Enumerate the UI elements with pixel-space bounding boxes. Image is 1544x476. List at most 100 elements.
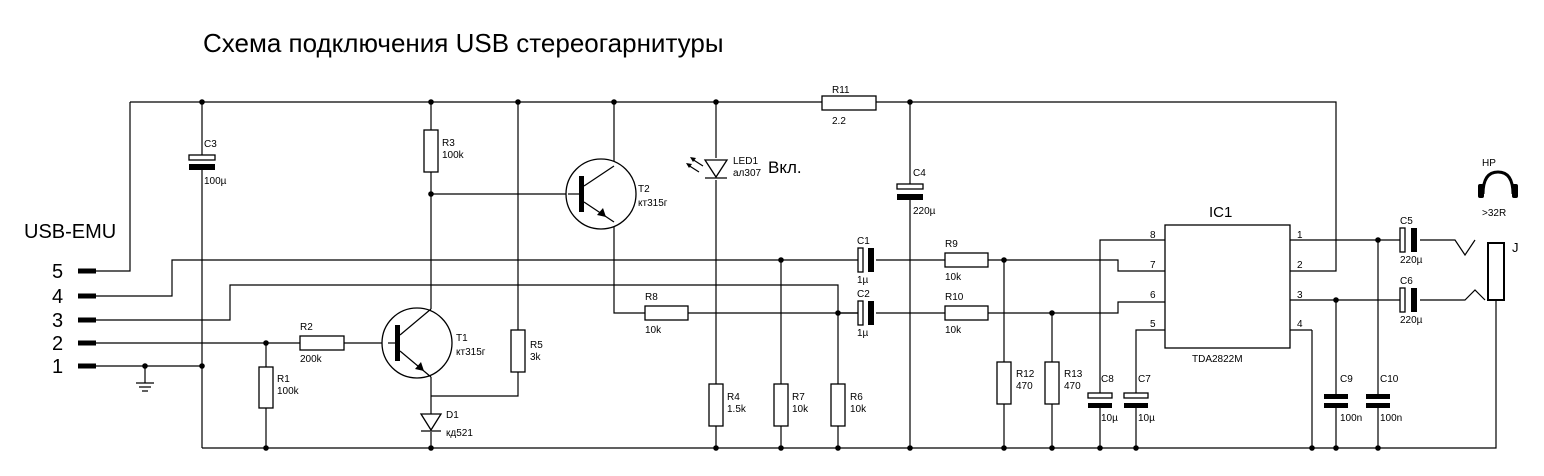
pin-label: 3: [52, 310, 63, 332]
svg-text:8: 8: [1150, 230, 1156, 241]
resistor-r13: R13 470: [1044, 361, 1083, 405]
capacitor-c8: C8 10µ: [1087, 374, 1118, 424]
connector-pin-1: 1: [52, 356, 96, 378]
svg-text:R4: R4: [727, 392, 740, 403]
resistor-r2: R2 200k: [299, 322, 345, 365]
svg-text:R1: R1: [277, 374, 290, 385]
svg-text:C9: C9: [1340, 374, 1353, 385]
transistor-t1: T1 кт315г: [381, 307, 486, 379]
pin-label: 1: [52, 356, 63, 378]
svg-text:C4: C4: [913, 168, 926, 179]
svg-text:C10: C10: [1380, 374, 1399, 385]
svg-text:C7: C7: [1138, 374, 1151, 385]
svg-text:100n: 100n: [1340, 413, 1362, 424]
svg-text:100k: 100k: [277, 386, 300, 397]
svg-text:10k: 10k: [792, 404, 809, 415]
svg-text:ал307: ал307: [733, 168, 762, 179]
svg-text:10k: 10k: [850, 404, 867, 415]
svg-text:4: 4: [1297, 319, 1303, 330]
svg-text:3: 3: [1297, 290, 1303, 301]
svg-text:R9: R9: [945, 239, 958, 250]
svg-text:200k: 200k: [300, 354, 323, 365]
ic-ref: IC1: [1209, 204, 1232, 221]
connector-pin-2: 2: [52, 333, 96, 355]
svg-text:C6: C6: [1400, 276, 1413, 287]
wires: [95, 101, 1497, 449]
resistor-r7: R7 10k: [773, 383, 809, 427]
resistor-r1: R1 100k: [258, 366, 300, 409]
svg-text:T1: T1: [456, 333, 468, 344]
svg-text:1: 1: [1297, 230, 1303, 241]
svg-text:>32R: >32R: [1482, 208, 1506, 219]
resistor-r3: R3 100k: [423, 129, 465, 173]
usb-connector: USB-EMU 5 4 3 2 1: [24, 221, 116, 378]
svg-text:1µ: 1µ: [857, 275, 869, 286]
svg-text:5: 5: [1150, 319, 1156, 330]
svg-text:R3: R3: [442, 138, 455, 149]
svg-text:220µ: 220µ: [913, 206, 936, 217]
capacitor-c5: C5 220µ: [1399, 216, 1423, 266]
jack-j: J: [1487, 240, 1519, 301]
resistor-r9: R9 10k: [944, 239, 989, 283]
led-note: Вкл.: [768, 158, 802, 177]
svg-text:100µ: 100µ: [204, 176, 227, 187]
svg-text:R8: R8: [645, 292, 658, 303]
svg-text:J: J: [1512, 240, 1519, 255]
headphones-icon: HP >32R: [1478, 158, 1518, 219]
resistor-r6: R6 10k: [830, 383, 867, 427]
ic1-tda2822m: IC1 TDA2822M 8 7 6 5 1 2 3 4: [1150, 204, 1303, 365]
svg-text:10k: 10k: [945, 325, 962, 336]
svg-text:3k: 3k: [530, 352, 542, 363]
capacitor-c7: C7 10µ: [1123, 374, 1155, 424]
capacitor-c6: C6 220µ: [1399, 276, 1423, 326]
svg-text:R6: R6: [850, 392, 863, 403]
capacitor-c10: C10 100n: [1366, 374, 1402, 424]
connector-pin-3: 3: [52, 310, 96, 332]
junction-dots: [142, 99, 1381, 451]
svg-text:220µ: 220µ: [1400, 315, 1423, 326]
svg-text:1.5k: 1.5k: [727, 404, 747, 415]
resistor-r12: R12 470: [996, 361, 1035, 405]
svg-text:C2: C2: [857, 289, 870, 300]
pin-label: 2: [52, 333, 63, 355]
svg-text:R10: R10: [945, 292, 964, 303]
svg-text:R2: R2: [300, 322, 313, 333]
svg-text:C3: C3: [204, 139, 217, 150]
capacitor-c2: C2 1µ: [857, 289, 874, 339]
svg-text:470: 470: [1064, 381, 1081, 392]
svg-text:10k: 10k: [945, 272, 962, 283]
pin-label: 4: [52, 286, 63, 308]
svg-text:кт315г: кт315г: [638, 198, 668, 209]
transistor-t2: T2 кт315г: [565, 158, 668, 230]
svg-text:D1: D1: [446, 410, 459, 421]
svg-text:6: 6: [1150, 290, 1156, 301]
resistor-r4: R4 1.5k: [708, 383, 747, 427]
resistor-r8: R8 10k: [644, 292, 689, 336]
svg-text:2.2: 2.2: [832, 116, 846, 127]
svg-text:10µ: 10µ: [1101, 413, 1118, 424]
svg-text:470: 470: [1016, 381, 1033, 392]
connector-pin-4: 4: [52, 286, 96, 308]
svg-text:220µ: 220µ: [1400, 255, 1423, 266]
capacitor-c9: C9 100n: [1324, 374, 1362, 424]
capacitor-c1: C1 1µ: [857, 236, 874, 286]
capacitor-c4: C4 220µ: [896, 168, 936, 217]
svg-text:R7: R7: [792, 392, 805, 403]
connector-name: USB-EMU: [24, 221, 116, 243]
resistor-r5: R5 3k: [510, 329, 543, 373]
svg-text:T2: T2: [638, 184, 650, 195]
svg-text:R12: R12: [1016, 369, 1035, 380]
connector-pin-5: 5: [52, 261, 96, 283]
svg-text:7: 7: [1150, 260, 1156, 271]
capacitor-c3: C3 100µ: [188, 139, 227, 187]
svg-text:100n: 100n: [1380, 413, 1402, 424]
svg-text:кд521: кд521: [446, 428, 473, 439]
svg-text:C8: C8: [1101, 374, 1114, 385]
svg-text:HP: HP: [1482, 158, 1496, 169]
svg-text:C1: C1: [857, 236, 870, 247]
svg-text:кт315г: кт315г: [456, 347, 486, 358]
led-ld1: LED1 ал307 Вкл.: [686, 156, 802, 179]
svg-text:LED1: LED1: [733, 156, 758, 167]
svg-text:2: 2: [1297, 260, 1303, 271]
svg-text:10k: 10k: [645, 325, 662, 336]
